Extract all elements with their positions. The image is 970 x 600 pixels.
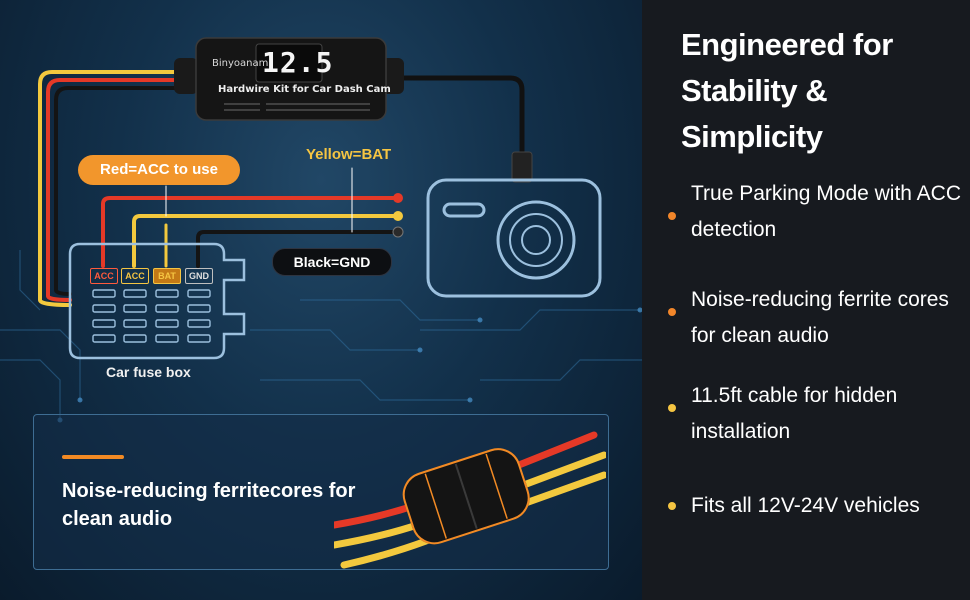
feature-text: True Parking Mode with ACC detection [691,182,961,241]
feature-text: Fits all 12V-24V vehicles [691,494,920,517]
headline: Engineered for Stability & Simplicity [681,27,893,154]
bullet-dot-icon [668,502,676,510]
fuse-terminal-bat: BAT [153,268,181,284]
features-panel [642,0,970,600]
feature-text: Noise-reducing ferrite cores for clean a… [691,288,949,347]
fuse-box-icon [68,242,246,360]
fuse-slots [92,289,211,343]
ferrite-card-text: Noise-reducing ferritecores for clean au… [62,480,356,530]
fuse-box-caption: Car fuse box [106,364,191,380]
wire-ends [392,193,404,238]
voltage-display: 12.5 [262,46,334,79]
device-title: Hardwire Kit for Car Dash Cam [218,84,391,95]
bullet-dot-icon [668,404,676,412]
ferrite-core-icon [334,431,606,569]
dash-camera-icon [426,178,602,298]
hardwire-module [174,37,404,121]
fuse-terminal-acc-red: ACC [90,268,118,284]
wiring-diagram [0,37,642,423]
device-brand: Binyoanam [212,58,269,69]
camera-cable [390,75,525,158]
camera-plug [511,151,533,183]
fuse-terminal-acc: ACC [121,268,149,284]
bullet-dot-icon [668,212,676,220]
fuse-terminal-gnd: GND [185,268,213,284]
acc-callout: Red=ACC to use [78,155,240,185]
harness-left [38,70,192,307]
card-accent-bar [62,455,124,459]
ferrite-card: Noise-reducing ferritecores for clean au… [33,414,609,570]
tap-wires [101,167,400,268]
feature-text: 11.5ft cable for hidden installation [691,384,898,443]
bullet-dot-icon [668,308,676,316]
bat-callout: Yellow=BAT [306,146,392,163]
gnd-callout: Black=GND [272,248,392,276]
circuit-traces [0,250,642,420]
